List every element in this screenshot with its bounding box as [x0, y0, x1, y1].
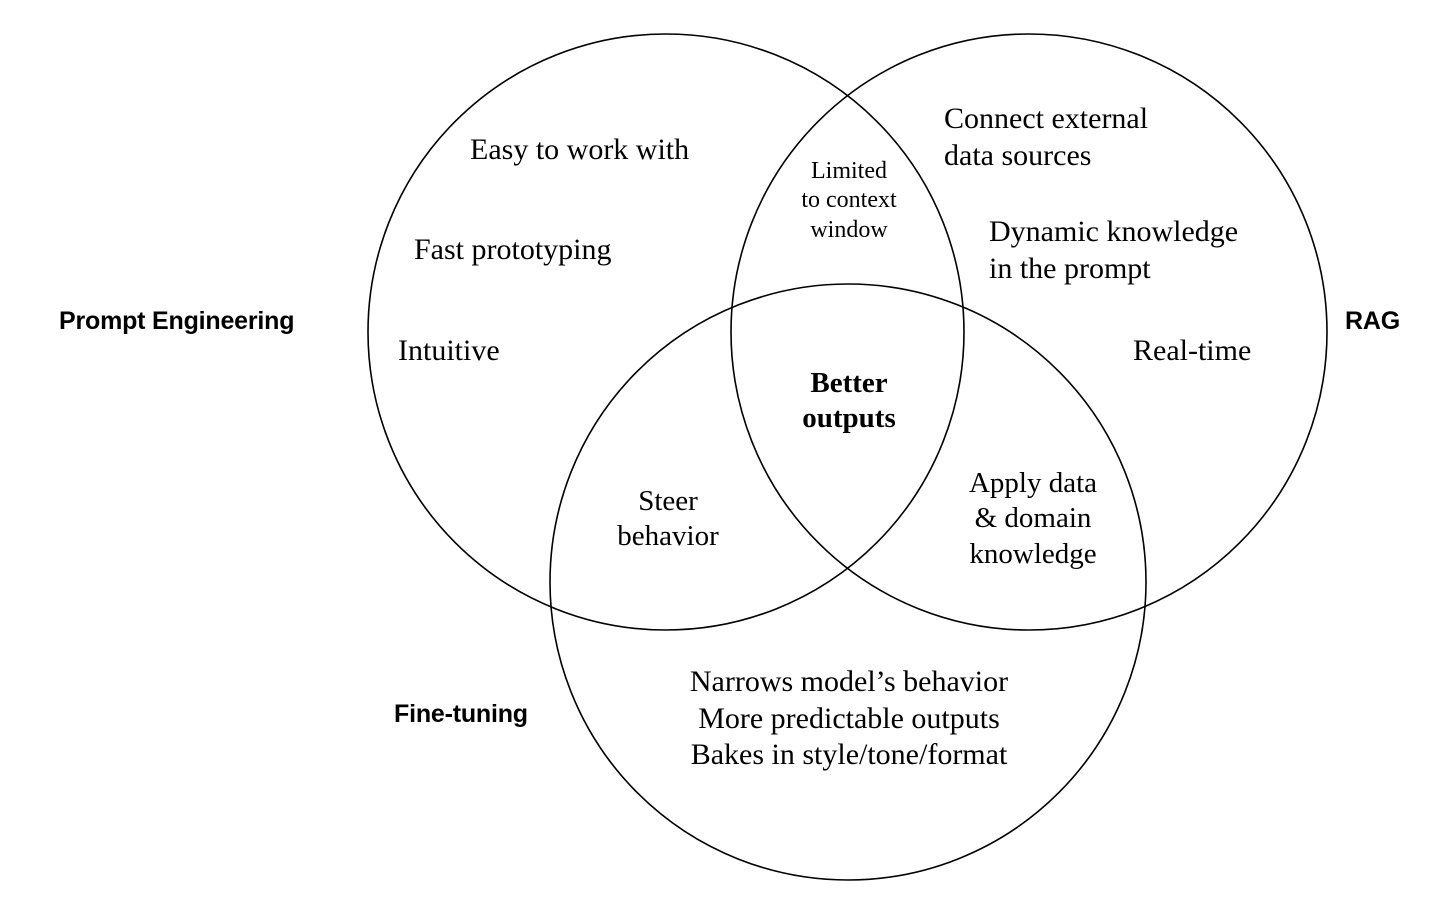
circle-rag — [730, 33, 1328, 631]
region-item-real-time: Real-time — [1133, 334, 1252, 367]
region-item-intuitive: Intuitive — [398, 334, 500, 367]
region-overlap-prompt-engineering-rag: Limited to context window — [801, 158, 897, 243]
region-item-connect-external-data-sources: Connect external data sources — [944, 102, 1149, 172]
circle-prompt-engineering — [367, 33, 965, 631]
region-overlap-all-three-better-outputs: Better outputs — [802, 367, 896, 435]
set-label-fine-tuning: Fine-tuning — [394, 700, 528, 728]
set-label-prompt-engineering: Prompt Engineering — [59, 307, 295, 335]
region-item-dynamic-knowledge-in-the-prompt: Dynamic knowledge in the prompt — [989, 215, 1239, 285]
region-item-easy-to-work-with: Easy to work with — [470, 133, 690, 166]
region-items-fine-tuning-only: Narrows model’s behavior More predictabl… — [689, 665, 1009, 772]
circle-fine-tuning — [549, 283, 1147, 881]
region-overlap-rag-fine-tuning: Apply data & domain knowledge — [968, 467, 1098, 570]
region-overlap-prompt-engineering-fine-tuning: Steer behavior — [617, 485, 719, 553]
set-label-rag: RAG — [1345, 307, 1400, 335]
region-item-fast-prototyping: Fast prototyping — [414, 233, 612, 266]
